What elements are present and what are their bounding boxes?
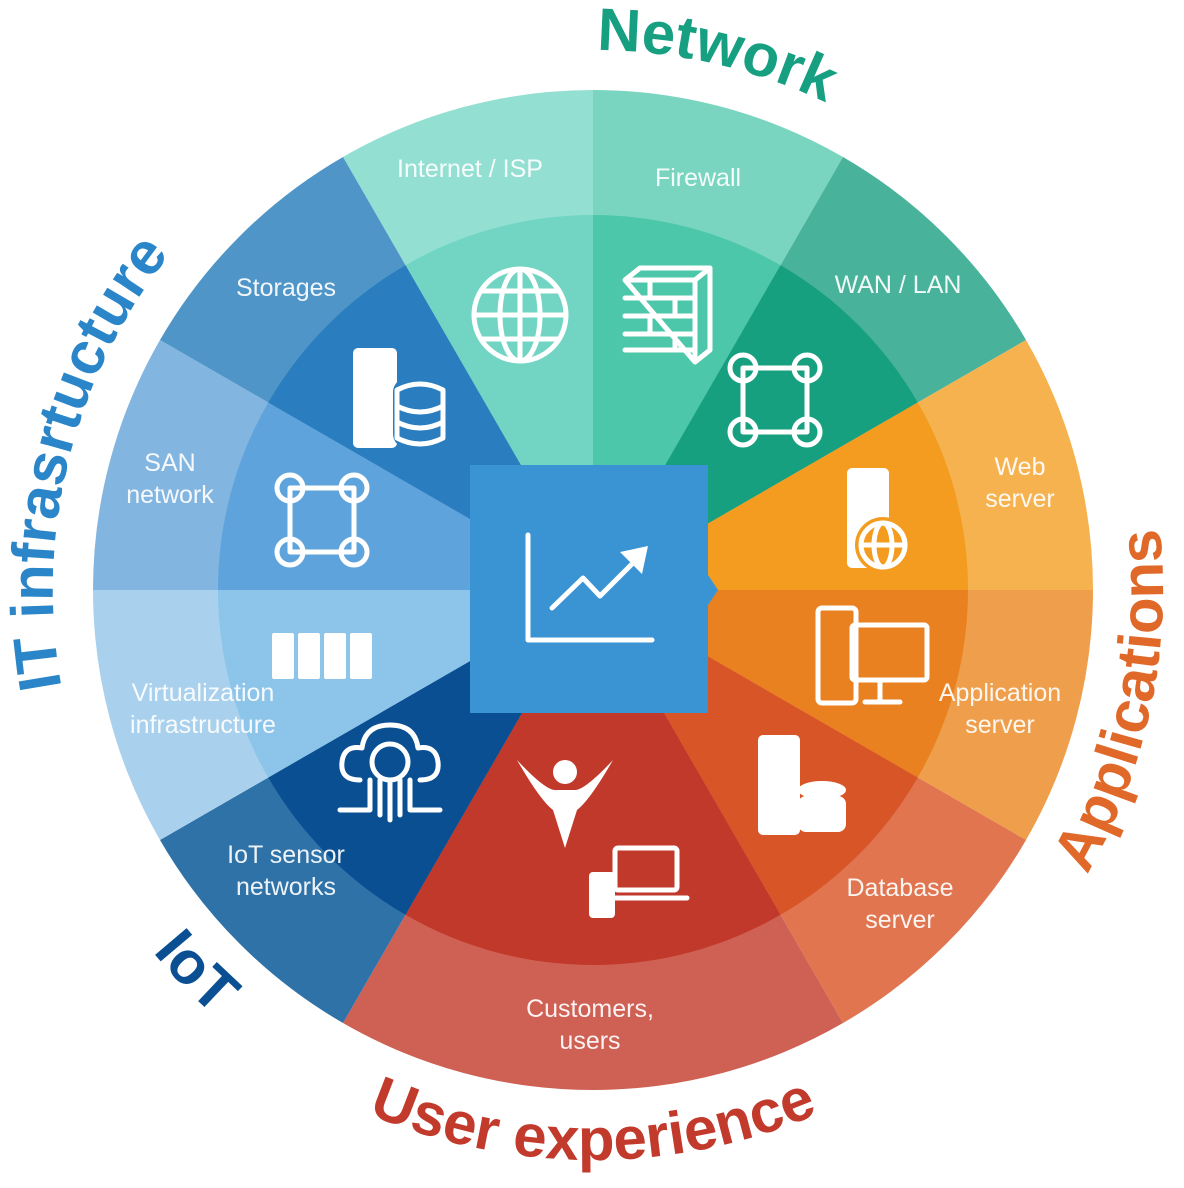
segment-label-line: Application bbox=[939, 679, 1061, 707]
segment-label-web-server: Web server bbox=[985, 453, 1054, 513]
segment-label-line: Storages bbox=[236, 274, 336, 302]
segment-label-database-server: Database server bbox=[846, 874, 953, 934]
center-panel bbox=[470, 465, 718, 713]
segment-label-line: network bbox=[126, 481, 214, 509]
center-square bbox=[470, 465, 708, 713]
segment-label-line: server bbox=[965, 711, 1034, 739]
segment-label-line: networks bbox=[236, 873, 336, 901]
segment-label-line: server bbox=[865, 906, 934, 934]
cloud-sensor-icon bbox=[337, 722, 443, 823]
segment-label-virtualization-infrastructure: Virtualization infrastructure bbox=[130, 679, 276, 739]
segment-label-line: WAN / LAN bbox=[835, 271, 962, 299]
segment-label-internet-isp: Internet / ISP bbox=[397, 155, 543, 183]
segment-label-customers-users: Customers, users bbox=[526, 995, 654, 1055]
globe-icon bbox=[471, 266, 569, 364]
segment-label-wan-lan: WAN / LAN bbox=[835, 271, 962, 299]
segment-label-application-server: Application server bbox=[939, 679, 1061, 739]
segment-label-line: Web bbox=[995, 453, 1046, 481]
segment-label-line: users bbox=[559, 1027, 620, 1055]
segment-label-line: SAN bbox=[144, 449, 195, 477]
application-devices-icon bbox=[815, 605, 930, 706]
person-icon bbox=[517, 760, 613, 848]
san-nodes-icon bbox=[274, 472, 370, 568]
segment-label-line: IoT sensor bbox=[227, 841, 345, 869]
laptop-phone-icon bbox=[589, 845, 690, 918]
segment-label-iot-sensor-networks: IoT sensor networks bbox=[227, 841, 345, 901]
segment-label-line: Internet / ISP bbox=[397, 155, 543, 183]
center-notch bbox=[706, 572, 718, 608]
server-rack-icon bbox=[272, 633, 372, 679]
firewall-icon bbox=[622, 265, 713, 365]
web-server-icon bbox=[847, 468, 911, 573]
network-nodes-icon bbox=[727, 352, 823, 448]
storage-server-icon bbox=[353, 348, 447, 448]
segment-label-line: Firewall bbox=[655, 164, 741, 192]
segment-label-line: server bbox=[985, 485, 1054, 513]
database-server-icon bbox=[758, 735, 846, 835]
segment-label-line: Database bbox=[846, 874, 953, 902]
sector-inner-customers-users bbox=[405, 590, 781, 965]
growth-chart-icon bbox=[525, 532, 655, 643]
segment-label-line: Virtualization bbox=[132, 679, 275, 707]
segment-label-line: infrastructure bbox=[130, 711, 276, 739]
segment-label-firewall: Firewall bbox=[655, 164, 741, 192]
segment-label-san-network: SAN network bbox=[126, 449, 214, 509]
segment-label-storages: Storages bbox=[236, 274, 336, 302]
segment-label-line: Customers, bbox=[526, 995, 654, 1023]
